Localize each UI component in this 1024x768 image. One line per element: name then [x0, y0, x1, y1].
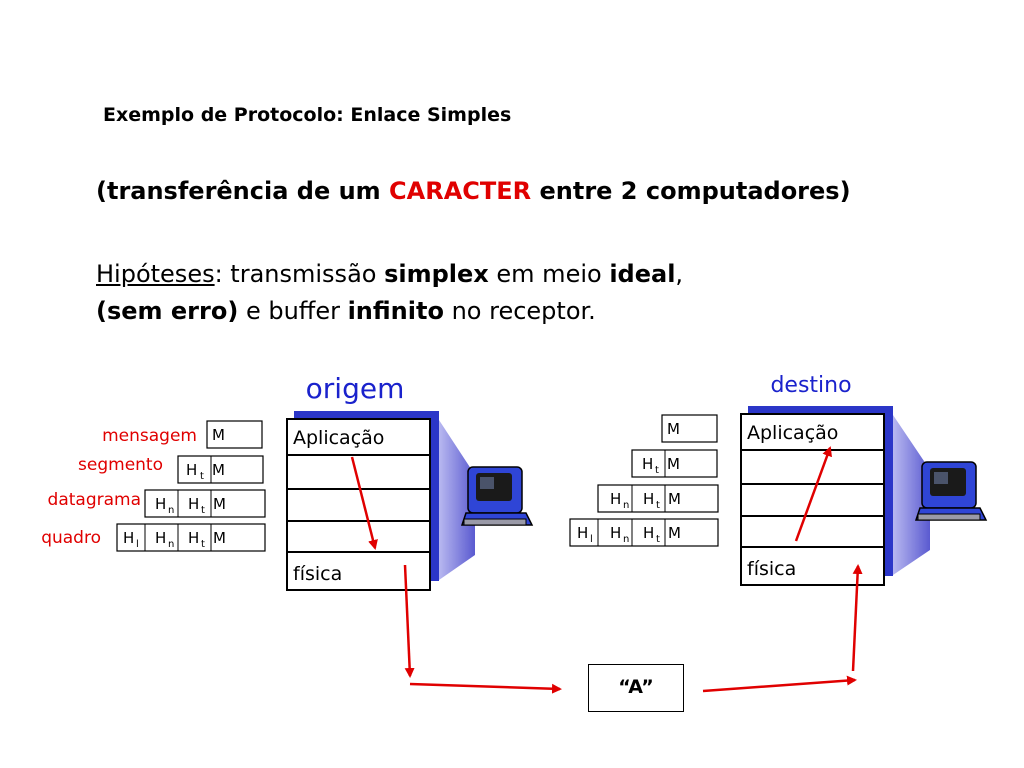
dest-packet-frame-n: n: [623, 534, 629, 545]
packet-message-box: [206, 420, 263, 449]
dest-packet-segment-box: [631, 449, 718, 478]
dest-packet-frame-t: t: [656, 534, 660, 545]
destination-stack: Aplicação física: [740, 413, 885, 586]
slide-subtitle: (transferência de um CARACTER entre 2 co…: [96, 177, 851, 205]
destination-layer-2: [740, 449, 885, 485]
packet-datagram-t: t: [201, 505, 205, 516]
dest-packet-segment-m: M: [667, 455, 680, 473]
arrow-icon: [403, 564, 415, 678]
packet-datagram-ht: H: [188, 495, 199, 513]
packet-frame-t: t: [201, 539, 205, 550]
packet-frame-ht: H: [188, 529, 199, 547]
dest-packet-frame-box: [569, 518, 719, 547]
packet-datagram-box: [144, 489, 266, 518]
dest-packet-datagram-n: n: [623, 500, 629, 511]
dest-packet-message-box: [661, 414, 718, 443]
dest-packet-frame-hl: H: [577, 524, 588, 542]
label-datagrama: datagrama: [48, 490, 141, 510]
origin-beam: [439, 420, 475, 580]
dest-packet-frame-m: M: [668, 524, 681, 542]
packet-frame-box: [116, 523, 266, 552]
hypotheses-line-2: (sem erro) e buffer infinito no receptor…: [96, 293, 683, 330]
hypotheses-line-1: Hipóteses: transmissão simplex em meio i…: [96, 256, 683, 293]
destination-layer-4: [740, 515, 885, 548]
computer-icon: [460, 466, 534, 526]
packet-segment-t: t: [200, 471, 204, 482]
hyp-1b: simplex: [384, 260, 489, 288]
hyp-1a: : transmissão: [214, 260, 385, 288]
packet-frame-n: n: [168, 539, 174, 550]
subtitle-pre: (transferência de um: [96, 177, 390, 205]
hyp-2b: e buffer: [238, 297, 348, 325]
label-segmento: segmento: [78, 455, 163, 475]
destination-layer-physical-label: física: [747, 558, 796, 580]
destination-layer-application: [740, 413, 885, 451]
destination-layer-3: [740, 483, 885, 517]
label-quadro: quadro: [41, 528, 101, 548]
packet-segment-m: M: [212, 461, 225, 479]
destination-layer-application-label: Aplicação: [747, 422, 838, 444]
packet-datagram-n: n: [168, 505, 174, 516]
slide-title: Exemplo de Protocolo: Enlace Simples: [103, 104, 512, 126]
packet-frame-hn: H: [155, 529, 166, 547]
dest-packet-frame-l: l: [590, 534, 593, 545]
packet-segment-box: [177, 455, 264, 484]
label-mensagem: mensagem: [102, 426, 197, 446]
packet-frame-hl: H: [123, 529, 134, 547]
origin-stack: Aplicação física: [286, 418, 431, 591]
origin-layer-4: [286, 520, 431, 553]
origin-label: origem: [306, 372, 405, 405]
dest-packet-datagram-hn: H: [610, 490, 621, 508]
dest-packet-datagram-box: [597, 484, 719, 513]
arrow-icon: [851, 564, 863, 672]
transmitted-character: “A”: [588, 664, 684, 712]
hyp-1c: em meio: [488, 260, 610, 288]
subtitle-post: entre 2 computadores): [531, 177, 851, 205]
hyp-2c: infinito: [347, 297, 444, 325]
computer-icon: [914, 461, 988, 521]
dest-packet-segment-t: t: [655, 465, 659, 476]
dest-packet-datagram-t: t: [656, 500, 660, 511]
origin-layer-application-label: Aplicação: [293, 427, 384, 449]
packet-datagram-hn: H: [155, 495, 166, 513]
arrow-icon: [350, 456, 378, 550]
dest-packet-message-m: M: [667, 420, 680, 438]
arrow-icon: [794, 446, 832, 542]
dest-packet-frame-ht: H: [643, 524, 654, 542]
origin-layer-physical-label: física: [293, 563, 342, 585]
hyp-1e: ,: [675, 260, 684, 288]
origin-layer-3: [286, 488, 431, 522]
subtitle-highlight: CARACTER: [389, 177, 532, 205]
destination-label: destino: [770, 373, 851, 398]
hyp-1d: ideal: [609, 260, 676, 288]
packet-datagram-m: M: [213, 495, 226, 513]
arrow-icon: [409, 682, 562, 694]
hypotheses: Hipóteses: transmissão simplex em meio i…: [96, 256, 683, 330]
destination-beam: [893, 415, 930, 575]
hyp-2d: no receptor.: [443, 297, 596, 325]
packet-frame-m: M: [213, 529, 226, 547]
packet-message-m: M: [212, 426, 225, 444]
dest-packet-datagram-ht: H: [643, 490, 654, 508]
packet-segment-h: H: [186, 461, 197, 479]
packet-frame-l: l: [136, 539, 139, 550]
arrow-icon: [702, 675, 857, 693]
hypotheses-label: Hipóteses: [96, 260, 215, 288]
dest-packet-segment-h: H: [642, 455, 653, 473]
dest-packet-frame-hn: H: [610, 524, 621, 542]
hyp-2a: (sem erro): [96, 297, 239, 325]
dest-packet-datagram-m: M: [668, 490, 681, 508]
